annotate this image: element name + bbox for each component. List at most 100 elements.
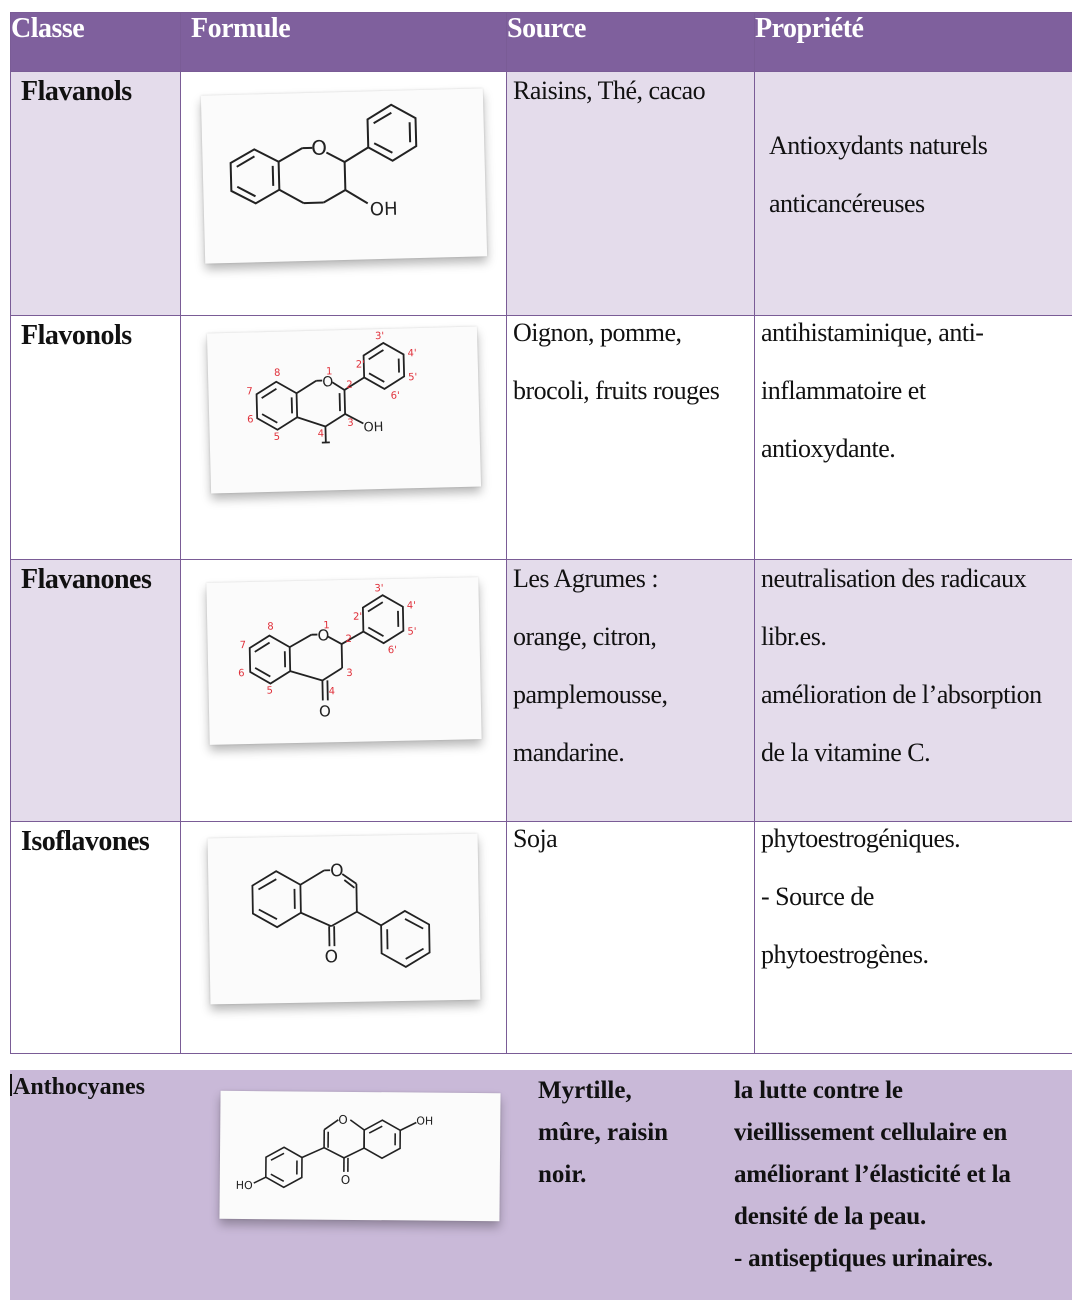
svg-text:5': 5': [408, 372, 417, 383]
svg-text:1: 1: [323, 620, 330, 631]
formula-card: O OH O HO: [219, 1090, 501, 1222]
carbonyl-oxygen-label: O: [324, 947, 338, 967]
source-line: noir.: [538, 1161, 587, 1188]
hydroxyl-label: OH: [416, 1114, 433, 1127]
propriete-line: amélioration de l’absorption: [761, 680, 1042, 709]
svg-text:6': 6': [390, 391, 399, 402]
flavonoid-table-wrapper: Classe Formule Source Propriété Flavanol…: [10, 12, 1072, 1054]
flavanol-structure: O OH: [229, 103, 417, 221]
svg-text:3': 3': [374, 583, 383, 594]
propriete-line: antihistaminique, anti-: [761, 318, 984, 347]
oxygen-label: O: [329, 861, 343, 881]
text-cursor-bar: [10, 1074, 12, 1096]
source-line: Myrtille,: [538, 1077, 632, 1104]
svg-text:4': 4': [406, 600, 415, 611]
row-classe: Anthocyanes: [10, 1074, 145, 1101]
svg-text:2': 2': [352, 612, 361, 623]
svg-text:3': 3': [374, 331, 383, 342]
row-formula-cell: O O: [180, 821, 507, 1054]
anthocyane-structure: O OH O HO: [236, 1113, 434, 1192]
propriete-line: de la vitamine C.: [761, 738, 931, 767]
header-formule: Formule: [180, 12, 507, 72]
row-propriete: antihistaminique, anti- inflammatoire et…: [754, 315, 1072, 560]
ring-oxygen-label: O: [338, 1113, 348, 1127]
formula-card: O O: [207, 833, 480, 1005]
source-line: mandarine.: [513, 738, 625, 767]
svg-text:5: 5: [273, 432, 280, 443]
row-formula-cell: O OH: [180, 71, 507, 316]
anthocyanes-row: Anthocyanes O OH O HO: [10, 1070, 1072, 1300]
propriete-line: - antiseptiques urinaires.: [734, 1245, 993, 1272]
propriete-line: Antioxydants naturels: [769, 131, 988, 160]
row-source: Myrtille, mûre, raisin noir.: [538, 1070, 718, 1196]
source-line: pamplemousse,: [513, 680, 668, 709]
hydroxy-label: HO: [236, 1179, 253, 1192]
table-row: Flavonols: [10, 315, 1072, 560]
svg-text:4: 4: [328, 686, 335, 697]
row-propriete: neutralisation des radicaux libr.es. amé…: [754, 559, 1072, 822]
source-line: brocoli, fruits rouges: [513, 376, 720, 405]
row-classe: Flavanols: [10, 71, 181, 316]
propriete-line: libr.es.: [761, 622, 827, 651]
row-classe: Flavonols: [10, 315, 181, 560]
svg-text:5': 5': [407, 626, 416, 637]
row-propriete: Antioxydants naturels anticancéreuses: [754, 71, 1072, 316]
flavonoid-table: Classe Formule Source Propriété Flavanol…: [10, 12, 1072, 1054]
atom-numbers: 8 7 6 5 43 2 1 2' 3' 4' 5' 6': [238, 583, 417, 697]
svg-text:8: 8: [267, 621, 274, 632]
table-row: Isoflavones: [10, 821, 1072, 1054]
header-propriete: Propriété: [754, 12, 1072, 72]
source-line: Soja: [513, 824, 558, 853]
source-line: orange, citron,: [513, 622, 657, 651]
propriete-line: phytoestrogènes.: [761, 940, 929, 969]
svg-text:6': 6': [387, 645, 396, 656]
propriete-line: inflammatoire et: [761, 376, 926, 405]
row-classe: Flavanones: [10, 559, 181, 822]
svg-text:3: 3: [347, 418, 354, 429]
propriete-line: vieillissement cellulaire en: [734, 1119, 1008, 1146]
propriete-line: la lutte contre le: [734, 1077, 903, 1104]
svg-text:2: 2: [345, 634, 352, 645]
oxygen-label: O: [317, 626, 329, 644]
row-source: Raisins, Thé, cacao: [506, 71, 755, 316]
source-line: Les Agrumes :: [513, 564, 659, 593]
svg-text:4: 4: [317, 429, 324, 440]
svg-text:3: 3: [346, 668, 353, 679]
header-classe: Classe: [10, 12, 181, 72]
row-propriete: la lutte contre le vieillissement cellul…: [734, 1070, 1072, 1280]
isoflavone-structure: O O: [250, 861, 431, 968]
header-source: Source: [506, 12, 755, 72]
table-row: Flavanols: [10, 71, 1072, 316]
propriete-line: neutralisation des radicaux: [761, 564, 1027, 593]
svg-text:7: 7: [239, 640, 246, 651]
row-source: Les Agrumes : orange, citron, pamplemous…: [506, 559, 755, 822]
svg-text:5: 5: [266, 685, 273, 696]
hydroxyl-label: OH: [369, 199, 397, 221]
source-line: mûre, raisin: [538, 1119, 669, 1146]
svg-text:2': 2': [355, 359, 364, 370]
svg-text:6: 6: [238, 668, 245, 679]
svg-text:6: 6: [247, 414, 254, 425]
propriete-line: densité de la peau.: [734, 1203, 927, 1230]
propriete-line: améliorant l’élasticité et la: [734, 1161, 1011, 1188]
svg-text:2: 2: [346, 380, 353, 391]
oxygen-label: O: [310, 135, 326, 159]
table-header-row: Classe Formule Source Propriété: [10, 12, 1072, 72]
propriete-line: antioxydante.: [761, 434, 896, 463]
carbonyl-oxygen-label: O: [341, 1173, 351, 1187]
svg-text:7: 7: [246, 386, 253, 397]
propriete-line: anticancéreuses: [769, 189, 925, 218]
source-line: Oignon, pomme,: [513, 318, 682, 347]
svg-text:4': 4': [407, 348, 416, 359]
propriete-line: phytoestrogéniques.: [761, 824, 961, 853]
row-source: Oignon, pomme, brocoli, fruits rouges: [506, 315, 755, 560]
propriete-line: - Source de: [761, 882, 874, 911]
row-source: Soja: [506, 821, 755, 1054]
oxygen-label: O: [322, 374, 333, 390]
